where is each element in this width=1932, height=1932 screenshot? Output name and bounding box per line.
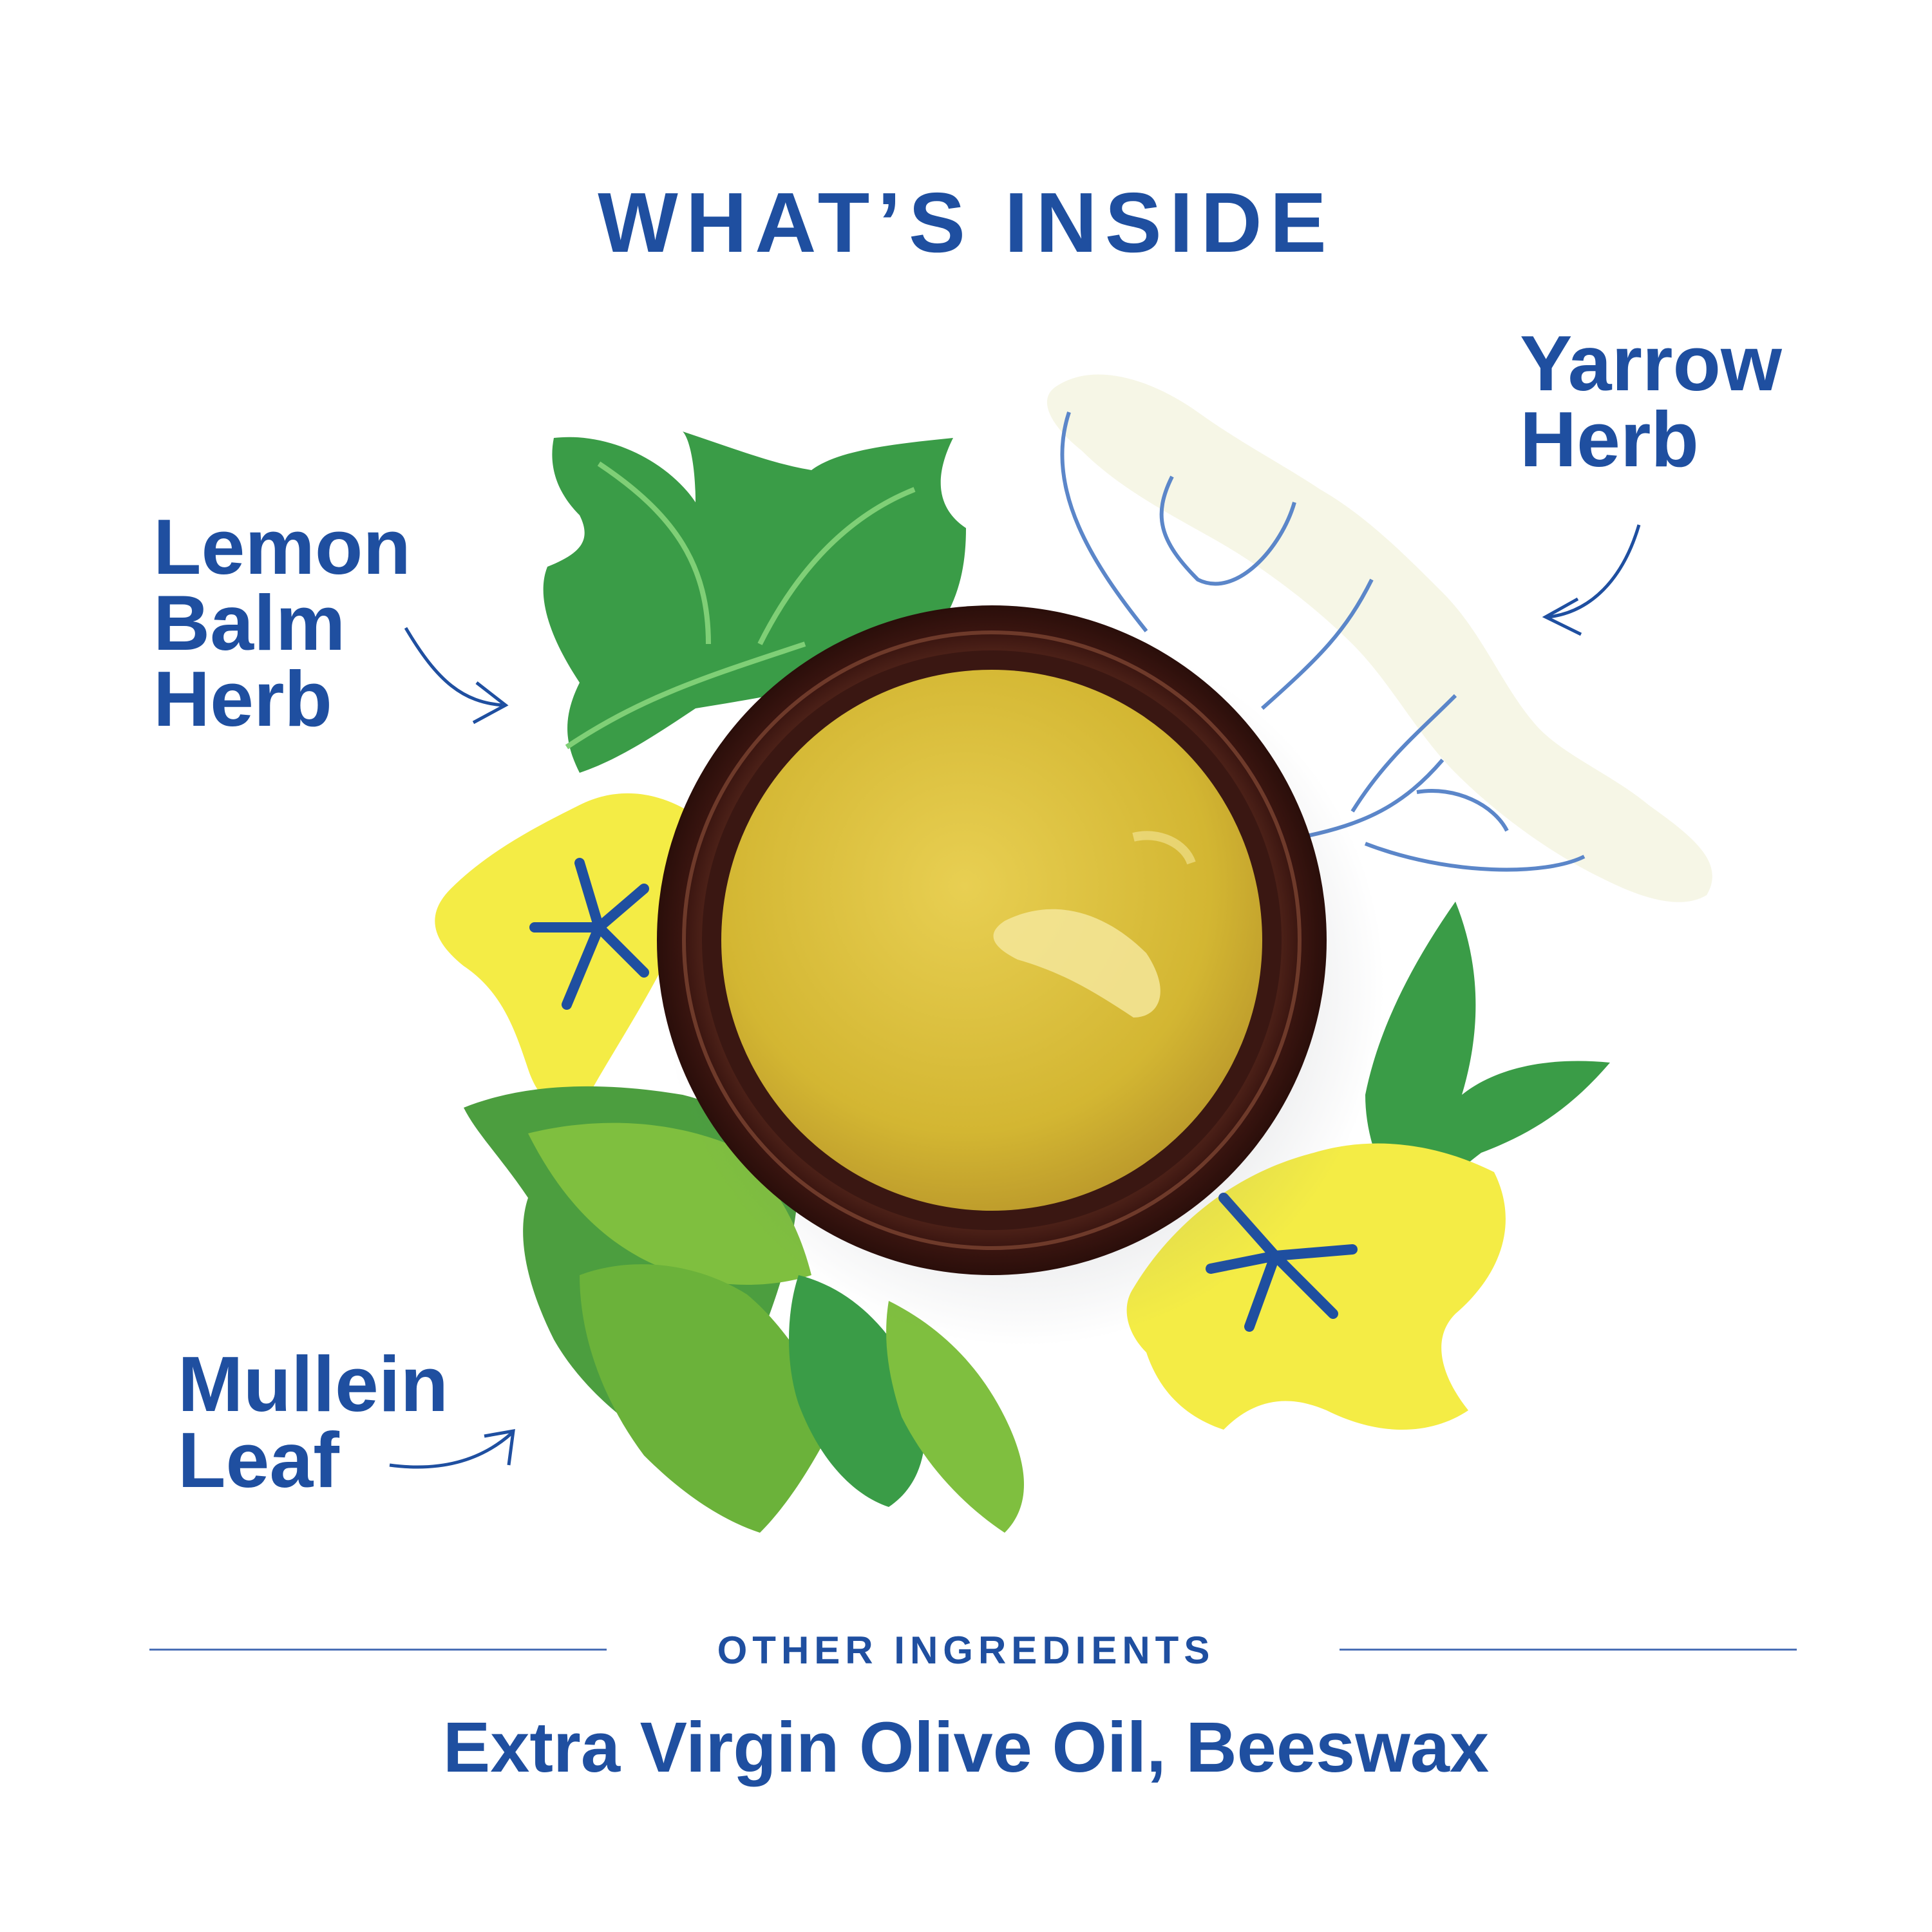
lemon-balm-label-line-3: Herb (153, 655, 332, 743)
balm-surface (721, 670, 1262, 1211)
divider-left (149, 1649, 607, 1651)
mullein-arrow-icon (389, 1432, 513, 1469)
page-title: WHAT’S INSIDE (598, 175, 1334, 270)
mullein-label-line-2: Leaf (178, 1416, 339, 1504)
divider-right (1340, 1649, 1797, 1651)
left-flower-icon (435, 793, 691, 1107)
lemon-balm-label-line-2: Balm (153, 579, 346, 667)
yarrow-label: Yarrow Herb (1520, 319, 1782, 483)
lemon-balm-label-line-1: Lemon (153, 503, 411, 591)
yarrow-label-line-2: Herb (1520, 395, 1699, 483)
lemon-balm-arrow-icon (404, 627, 503, 707)
mullein-label-line-1: Mullein (178, 1340, 449, 1428)
other-ingredients-list: Extra Virgin Olive Oil, Beeswax (442, 1708, 1490, 1787)
yarrow-label-line-1: Yarrow (1520, 319, 1782, 407)
mullein-label: Mullein Leaf (178, 1340, 449, 1504)
yarrow-flower-icon (1046, 374, 1712, 902)
yarrow-arrow-icon (1548, 524, 1641, 619)
right-leaf-icon (1365, 902, 1610, 1211)
other-ingredients-heading: OTHER INGREDIENTS (717, 1629, 1215, 1672)
lemon-balm-label: Lemon Balm Herb (153, 503, 411, 743)
